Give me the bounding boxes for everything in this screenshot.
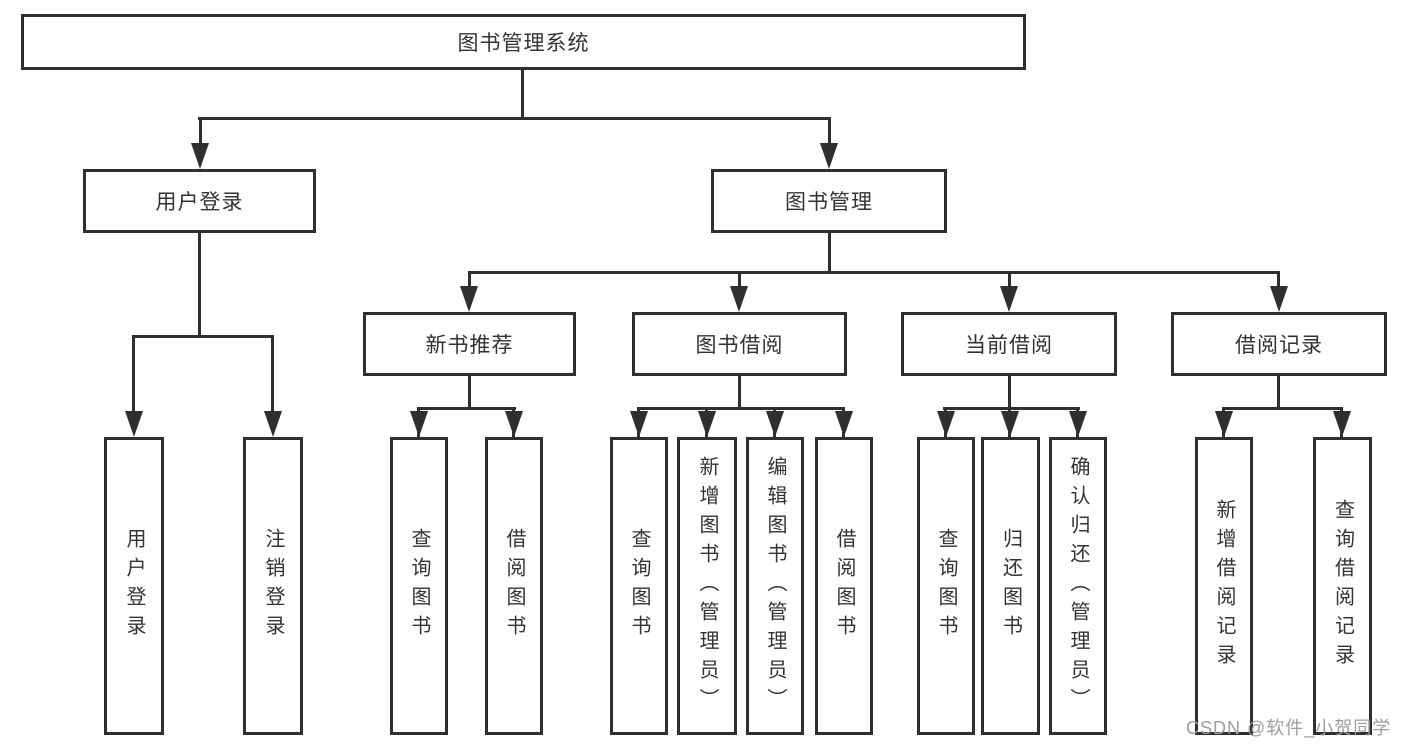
connector-rail-level2: [198, 117, 831, 120]
leaf-borrow-books-1: 借阅图书: [485, 437, 543, 735]
node-label: 图书管理: [785, 191, 873, 214]
node-library-management-system: 图书管理系统: [21, 14, 1026, 70]
connector-root-stem: [521, 70, 524, 118]
arrowhead-leaf: [937, 411, 955, 437]
connector-stem-leaf-user-login: [132, 335, 135, 415]
arrowhead-leaf: [630, 411, 648, 437]
connector-userlogin-stem: [198, 233, 201, 337]
connector-stem-leaf-logout: [271, 335, 274, 415]
connector-bookmgmt-stem: [828, 233, 831, 274]
leaf-label: 借阅图书: [833, 528, 855, 644]
connector-newbook-stem: [468, 376, 471, 408]
leaf-edit-book-admin: 编辑图书（管理员）: [746, 437, 804, 735]
leaf-label: 查询图书: [408, 528, 430, 644]
arrowhead-leaf-logout: [264, 411, 282, 437]
arrowhead-leaf: [410, 411, 428, 437]
arrowhead-leaf: [505, 411, 523, 437]
leaf-query-books-1: 查询图书: [390, 437, 448, 735]
leaf-query-books-2: 查询图书: [610, 437, 668, 735]
connector-stem-book-management: [828, 117, 831, 147]
node-label: 借阅记录: [1235, 334, 1323, 357]
node-current-borrow: 当前借阅: [901, 312, 1117, 376]
node-label: 用户登录: [155, 191, 244, 214]
leaf-return-book: 归还图书: [981, 437, 1040, 735]
arrowhead-leaf: [1333, 411, 1351, 437]
leaf-add-borrow-record: 新增借阅记录: [1195, 437, 1253, 735]
leaf-label: 查询图书: [628, 528, 650, 644]
leaf-label: 查询图书: [935, 528, 957, 644]
arrowhead-leaf: [1001, 411, 1019, 437]
leaf-label: 新增图书（管理员）: [696, 455, 718, 717]
arrowhead-new-book: [460, 286, 478, 312]
connector-rail-borrowrecords: [1222, 407, 1343, 410]
node-label: 新书推荐: [425, 334, 514, 357]
connector-rail-currentborrow: [943, 407, 1080, 410]
node-book-borrow: 图书借阅: [632, 312, 847, 376]
node-borrow-records: 借阅记录: [1171, 312, 1387, 376]
connector-stem-current-borrow: [1008, 271, 1011, 292]
connector-rail-newbook: [417, 407, 516, 410]
arrowhead-book-borrow: [730, 286, 748, 312]
node-label: 图书管理系统: [457, 32, 590, 55]
leaf-label: 注销登录: [262, 528, 284, 644]
node-label: 当前借阅: [965, 334, 1053, 357]
arrowhead-leaf: [835, 411, 853, 437]
node-book-management: 图书管理: [711, 169, 947, 233]
connector-rail-userlogin: [132, 335, 274, 338]
leaf-confirm-return-admin: 确认归还（管理员）: [1049, 437, 1107, 735]
connector-rail-level3: [468, 271, 1280, 274]
arrowhead-current-borrow: [1000, 286, 1018, 312]
arrowhead-borrow-records: [1270, 286, 1288, 312]
connector-stem-new-book: [468, 271, 471, 292]
connector-stem-book-borrow: [738, 271, 741, 292]
leaf-query-books-3: 查询图书: [917, 437, 975, 735]
leaf-borrow-books-2: 借阅图书: [815, 437, 873, 735]
connector-stem-user-login: [199, 117, 202, 147]
leaf-label: 编辑图书（管理员）: [764, 455, 786, 717]
leaf-label: 借阅图书: [503, 528, 525, 644]
node-new-book-recommend: 新书推荐: [363, 312, 576, 376]
leaf-user-login: 用户登录: [104, 437, 164, 735]
node-label: 图书借阅: [695, 334, 784, 357]
leaf-label: 归还图书: [999, 528, 1022, 644]
leaf-logout-login: 注销登录: [243, 437, 303, 735]
leaf-label: 用户登录: [123, 528, 145, 644]
connector-bookborrow-stem: [738, 376, 741, 408]
arrowhead-leaf: [698, 411, 716, 437]
connector-currentborrow-stem: [1008, 376, 1011, 408]
node-user-login: 用户登录: [83, 169, 316, 233]
leaf-label: 查询借阅记录: [1331, 499, 1354, 673]
watermark-text: CSDN @软件_小贺同学: [1186, 718, 1392, 738]
arrowhead-leaf: [766, 411, 784, 437]
leaf-query-borrow-record: 查询借阅记录: [1313, 437, 1372, 735]
arrowhead-leaf: [1069, 411, 1087, 437]
arrowhead-leaf-user-login: [125, 411, 143, 437]
arrowhead-leaf: [1215, 411, 1233, 437]
connector-borrowrecords-stem: [1277, 376, 1280, 408]
leaf-label: 新增借阅记录: [1213, 499, 1235, 673]
leaf-label: 确认归还（管理员）: [1067, 455, 1089, 717]
arrowhead-user-login: [191, 143, 209, 169]
leaf-add-book-admin: 新增图书（管理员）: [677, 437, 737, 735]
connector-rail-bookborrow: [637, 407, 845, 410]
connector-stem-borrow-records: [1277, 271, 1280, 292]
arrowhead-book-management: [820, 143, 838, 169]
